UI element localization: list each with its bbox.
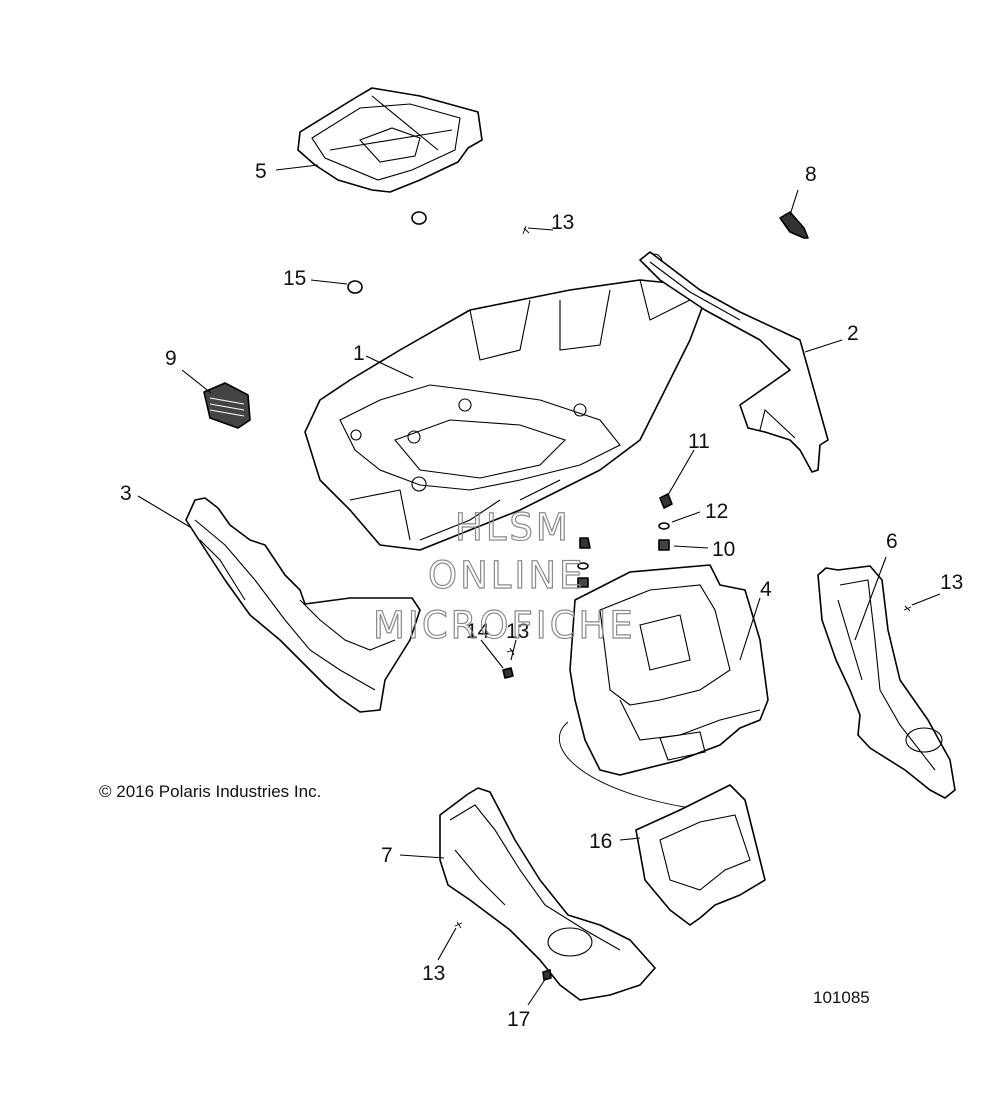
hardware-13-14-17 — [454, 605, 912, 981]
part-15-grommets — [347, 211, 427, 294]
callout-13-bottom: 13 — [422, 962, 445, 985]
callout-4: 4 — [760, 578, 772, 601]
part-16-skid-plate — [635, 784, 766, 926]
callout-12: 12 — [705, 500, 728, 523]
callout-15: 15 — [283, 267, 306, 290]
watermark-line-3: MICROFICHE — [373, 604, 636, 647]
callout-1: 1 — [353, 342, 365, 365]
part-5-tray-lid — [297, 87, 483, 193]
figure-number: 101085 — [813, 988, 870, 1007]
callout-13-right: 13 — [940, 571, 963, 594]
part-1-storage-bin — [304, 253, 706, 551]
callout-14: 14 — [466, 620, 490, 643]
part-13-screw-top — [522, 225, 530, 235]
callout-13-center: 13 — [506, 620, 529, 643]
part-8-emblem — [779, 211, 809, 239]
callout-7: 7 — [381, 844, 393, 867]
callout-labels: 1 2 3 4 5 6 7 8 9 10 11 12 13 13 13 13 1… — [120, 160, 963, 1031]
part-6-right-fender — [817, 565, 956, 799]
part-3-left-panel — [185, 497, 421, 713]
callout-3: 3 — [120, 482, 132, 505]
callout-6: 6 — [886, 530, 898, 553]
part-2-right-panel — [639, 251, 829, 473]
callout-17: 17 — [507, 1008, 530, 1031]
watermark-line-1: HLSM — [455, 506, 571, 549]
callout-16: 16 — [589, 830, 612, 853]
hardware-10-11-12 — [577, 493, 673, 588]
callout-5: 5 — [255, 160, 267, 183]
callout-2: 2 — [847, 322, 859, 345]
callout-9: 9 — [165, 347, 177, 370]
watermark: HLSM ONLINE MICROFICHE — [372, 505, 636, 647]
part-4-tray — [558, 564, 769, 809]
copyright-notice: © 2016 Polaris Industries Inc. — [99, 782, 322, 801]
callout-13-top: 13 — [551, 211, 574, 234]
leader-lines — [137, 164, 941, 1006]
callout-8: 8 — [805, 163, 817, 186]
callout-10: 10 — [712, 538, 735, 561]
part-7-left-fender — [439, 787, 656, 1001]
part-9-grille — [203, 382, 251, 429]
watermark-line-2: ONLINE — [428, 554, 585, 597]
callout-11: 11 — [688, 430, 710, 453]
